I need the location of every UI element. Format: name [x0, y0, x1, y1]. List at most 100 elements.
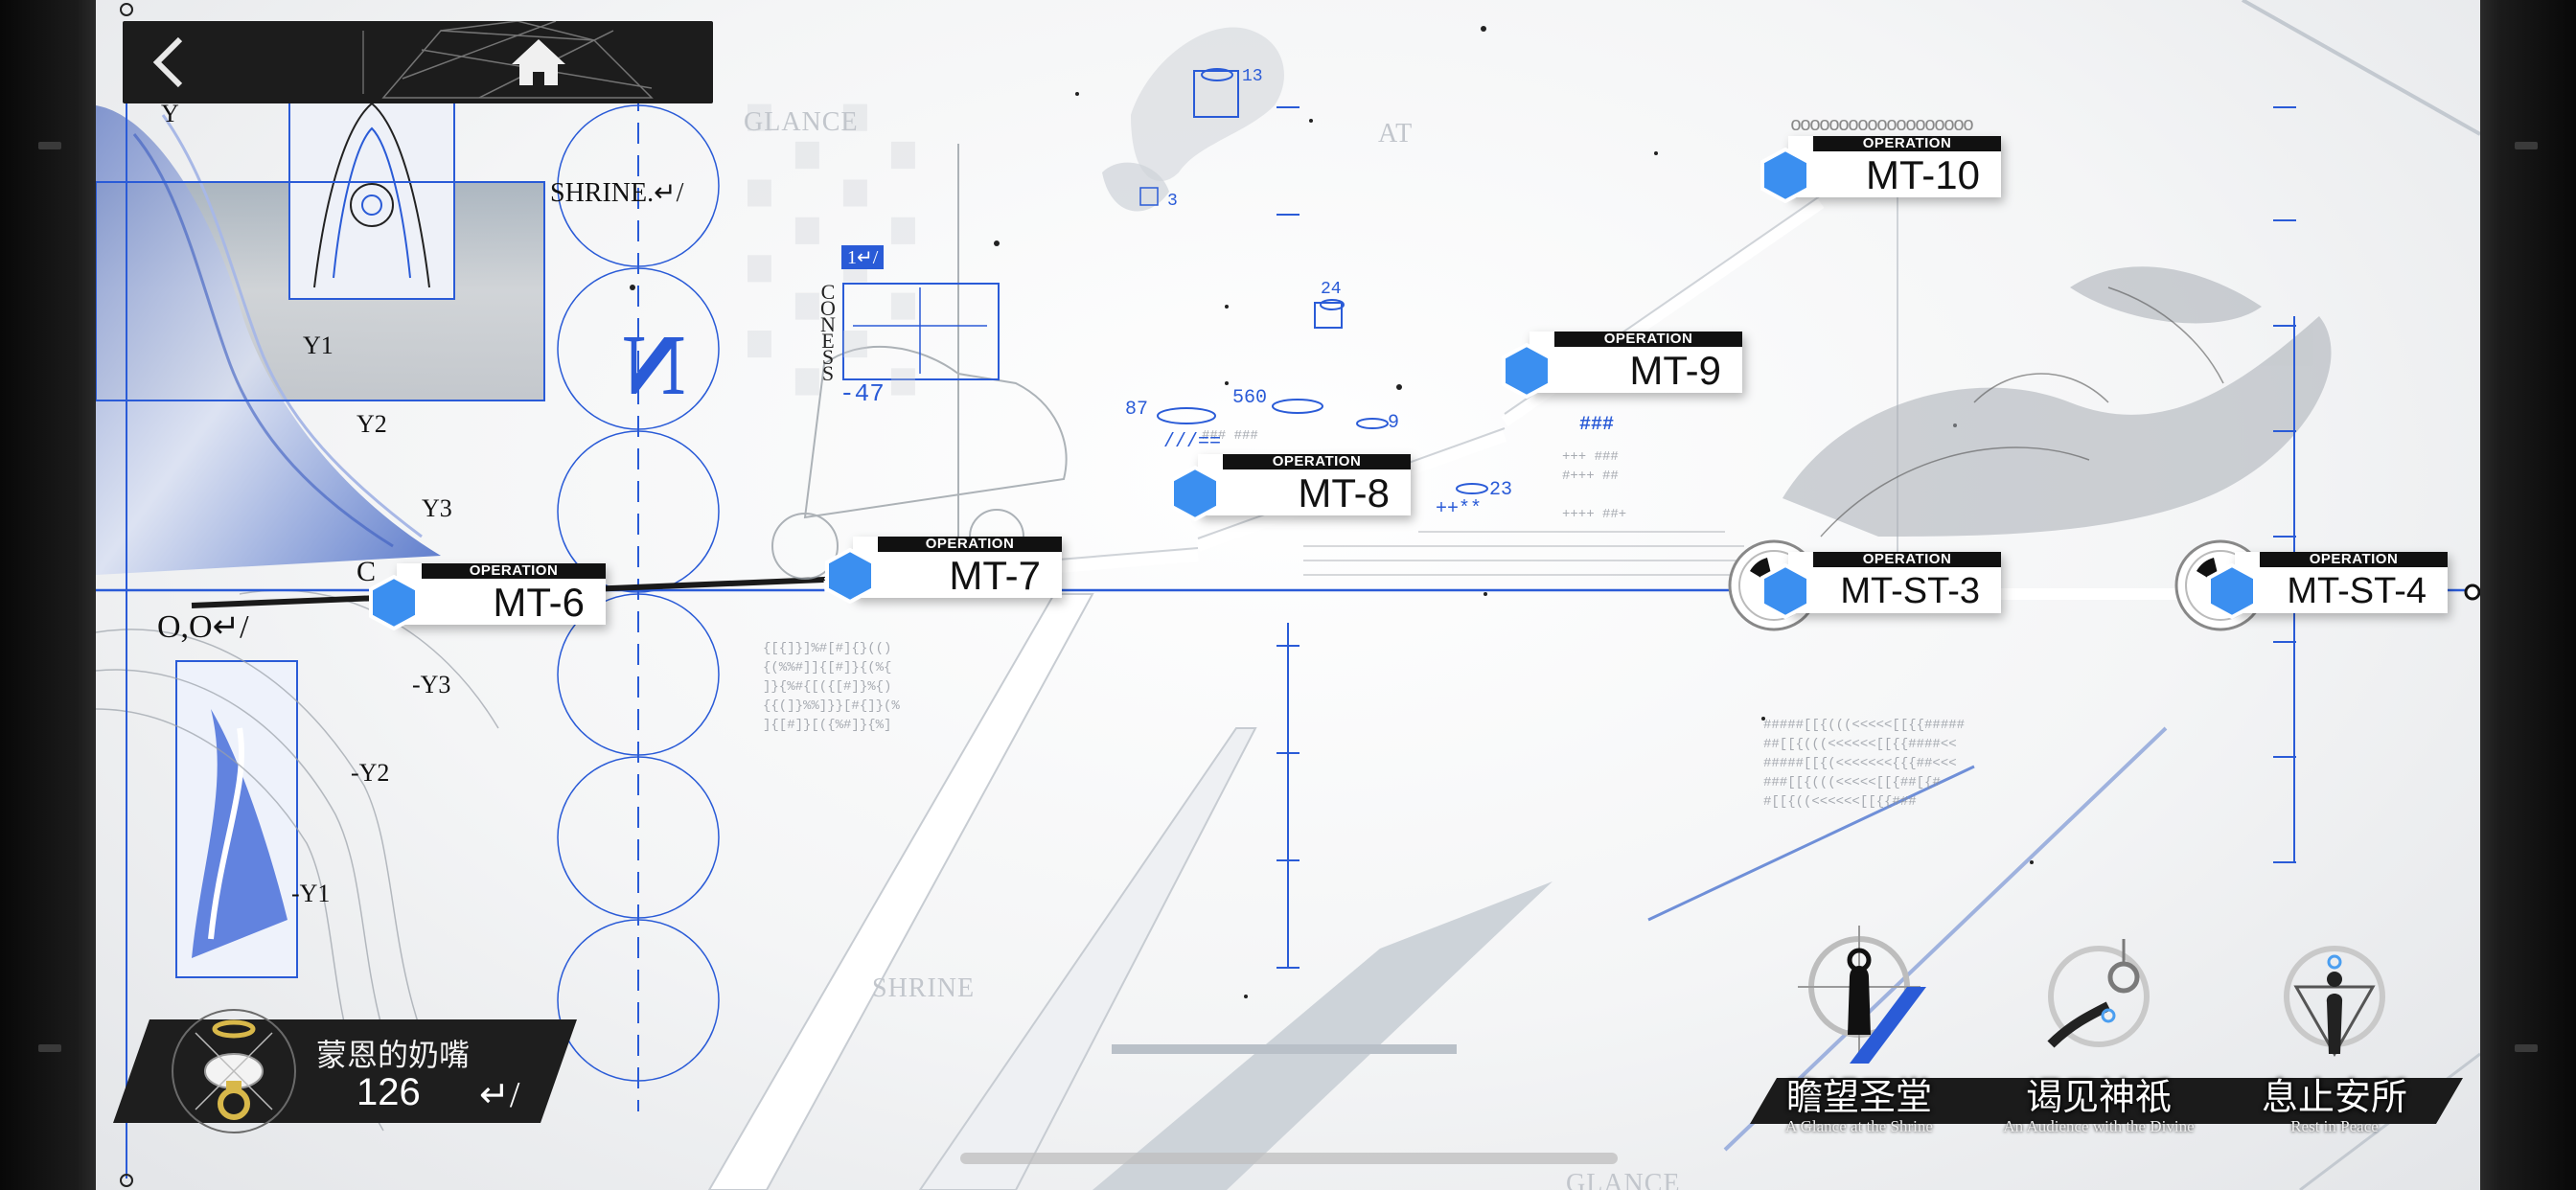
stage-code: MT-9: [1629, 348, 1721, 393]
svg-text:### ###: ### ###: [1202, 428, 1258, 444]
left-bezel: [0, 0, 96, 1190]
n3-label: 3: [1167, 192, 1178, 211]
home-icon: [512, 39, 565, 85]
menu-rest-in-peace-button[interactable]: 息止安所 Rest in Peace: [2229, 920, 2440, 1140]
stage-code: MT-7: [949, 553, 1041, 598]
map-background-art: {[{]}]%#[#]{}(() {(%%#]]{[#]}{(%{ ]}{%#{…: [96, 0, 2480, 1190]
menu-subtitle: Rest in Peace: [2290, 1117, 2379, 1135]
axis-neg-y3-label: -Y3: [412, 671, 451, 698]
stage-map[interactable]: {[{]}]%#[#]{}(() {(%%#]]{[#]}{(%{ ]}{%#{…: [96, 0, 2480, 1190]
cones-letter: O: [820, 296, 836, 320]
stage-card: OPERATION MT-10: [1788, 136, 2001, 197]
svg-text:#####[[{(((<<<<<[[{{#####: #####[[{(((<<<<<[[{{#####: [1763, 718, 1965, 733]
menu-audience-divine-button[interactable]: 谒见神祇 An Audience with the Divine: [1993, 920, 2204, 1140]
stage-card: OPERATION MT-9: [1530, 332, 1742, 393]
n9-label: 9: [1388, 412, 1400, 434]
network-pattern-decoration: [381, 21, 654, 99]
stage-card: OPERATION MT-6: [397, 563, 606, 625]
shrine-label-bottom: SHRINE: [872, 973, 976, 1003]
home-indicator-bar[interactable]: [960, 1153, 1618, 1164]
stage-node-mt-st-3[interactable]: OPERATION MT-ST-3: [1728, 539, 2001, 631]
cones-letter: S: [821, 345, 835, 369]
n87-label: 87: [1125, 399, 1149, 421]
cones-letter: N: [820, 312, 836, 336]
stage-hexagon-icon: [369, 575, 419, 630]
back-button[interactable]: [123, 21, 362, 103]
stage-operation-label: OPERATION: [422, 563, 606, 579]
stage-card: OPERATION MT-7: [853, 537, 1062, 598]
stage-code: MT-6: [493, 580, 585, 625]
menu-title: 谒见神祇: [2025, 1076, 2172, 1118]
minus-47-label: -47: [840, 379, 885, 408]
pacifier-halo-icon: [172, 1009, 296, 1133]
svg-text:{{(]}%%]}}[#{]}(%: {{(]}%%]}}[#{]}(%: [763, 698, 900, 714]
stage-operation-label: OPERATION: [1554, 332, 1742, 347]
bezel-mark: [38, 1044, 61, 1052]
stage-operation-label: OPERATION: [1223, 454, 1411, 469]
bezel-mark: [38, 142, 61, 149]
stage-node-mt-6[interactable]: OPERATION MT-6: [369, 563, 606, 630]
c-marker: C: [356, 556, 377, 587]
stage-code: MT-ST-4: [2287, 571, 2426, 611]
stage-node-mt-9[interactable]: OPERATION MT-9: [1502, 332, 1742, 399]
stage-hexagon-icon: [1760, 148, 1810, 203]
shrine-caption: SHRINE.↵/: [550, 178, 684, 208]
stage-operation-label: OPERATION: [878, 537, 1062, 552]
home-button[interactable]: [364, 21, 713, 103]
svg-text:{(%%#]]{[#]}{(%{: {(%%#]]{[#]}{(%{: [763, 660, 891, 675]
return-glyph: ↵/: [479, 1075, 520, 1115]
axis-y1-label: Y1: [303, 332, 334, 359]
bezel-mark: [2515, 1044, 2538, 1052]
stage-node-mt-7[interactable]: OPERATION MT-7: [825, 537, 1062, 604]
cones-letter: C: [820, 280, 836, 304]
glance-label-top: GLANCE: [744, 107, 859, 137]
player-name: 蒙恩的奶嘴: [316, 1037, 471, 1073]
at-label: AT: [1378, 119, 1414, 149]
stage-hexagon-icon: [1760, 563, 1810, 619]
player-level: 126: [356, 1071, 421, 1113]
cones-letter: E: [821, 329, 835, 353]
cones-letter: S: [821, 361, 835, 385]
axis-y-label: Y: [161, 100, 179, 127]
stage-hexagon-icon: [1502, 343, 1552, 399]
chevron-left-icon: [152, 36, 183, 88]
menu-subtitle: An Audience with the Divine: [2003, 1117, 2195, 1135]
path-end-marker-icon: [2464, 584, 2480, 601]
right-bezel: [2480, 0, 2576, 1190]
menu-strip: [1750, 1078, 2463, 1124]
stage-node-mt-10[interactable]: OPERATION MT-10: [1760, 136, 2001, 203]
glance-label-bottom: GLANCE: [1566, 1169, 1681, 1190]
stage-operation-label: OPERATION: [1813, 136, 2001, 151]
stage-operation-label: OPERATION: [2260, 552, 2448, 567]
svg-text:++++ ##+: ++++ ##+: [1562, 507, 1626, 522]
stage-hexagon-icon: [825, 548, 875, 604]
menu-glance-at-shrine-button[interactable]: 瞻望圣堂 A Glance at the Shrine: [1754, 920, 1965, 1140]
cones-vertical-text: C O N E S S: [818, 280, 838, 385]
top-nav-panel: [123, 21, 713, 103]
stage-node-mt-st-4[interactable]: OPERATION MT-ST-4: [2174, 539, 2448, 631]
svg-text:###[[{(((<<<<<[[{##[{#: ###[[{(((<<<<<[[{##[{#: [1763, 775, 1941, 790]
svg-text:+++ ###: +++ ###: [1562, 449, 1619, 465]
svg-text:{[{]}]%#[#]{}((): {[{]}]%#[#]{}((): [763, 641, 891, 656]
stage-card: OPERATION MT-ST-3: [1788, 552, 2001, 613]
menu-title: 息止安所: [2261, 1076, 2407, 1118]
hash-label: ###: [1579, 414, 1615, 436]
svg-text:]{[#]}[({%#]}{%]: ]{[#]}[({%#]}{%]: [763, 718, 891, 733]
axis-y2-label: Y2: [356, 410, 387, 438]
plus-star-label: ++**: [1436, 498, 1483, 520]
stage-code: MT-10: [1865, 152, 1980, 197]
stage-operation-label: OPERATION: [1813, 552, 2001, 567]
svg-text:#+++ ##: #+++ ##: [1562, 469, 1619, 484]
nav-divider: [362, 31, 364, 94]
n13-label: 13: [1242, 67, 1263, 86]
axis-y3-label: Y3: [422, 494, 452, 522]
n23-label: 23: [1489, 479, 1513, 501]
stage-card: OPERATION MT-8: [1198, 454, 1411, 515]
stage-code: MT-8: [1298, 470, 1390, 515]
axis-neg-y1-label: -Y1: [291, 880, 331, 907]
axis-neg-y2-label: -Y2: [351, 759, 390, 787]
stage-node-mt-8[interactable]: OPERATION MT-8: [1170, 454, 1411, 521]
menu-title: 瞻望圣堂: [1785, 1076, 1932, 1118]
player-info-panel[interactable]: 蒙恩的奶嘴 126 ↵/: [113, 1009, 577, 1133]
